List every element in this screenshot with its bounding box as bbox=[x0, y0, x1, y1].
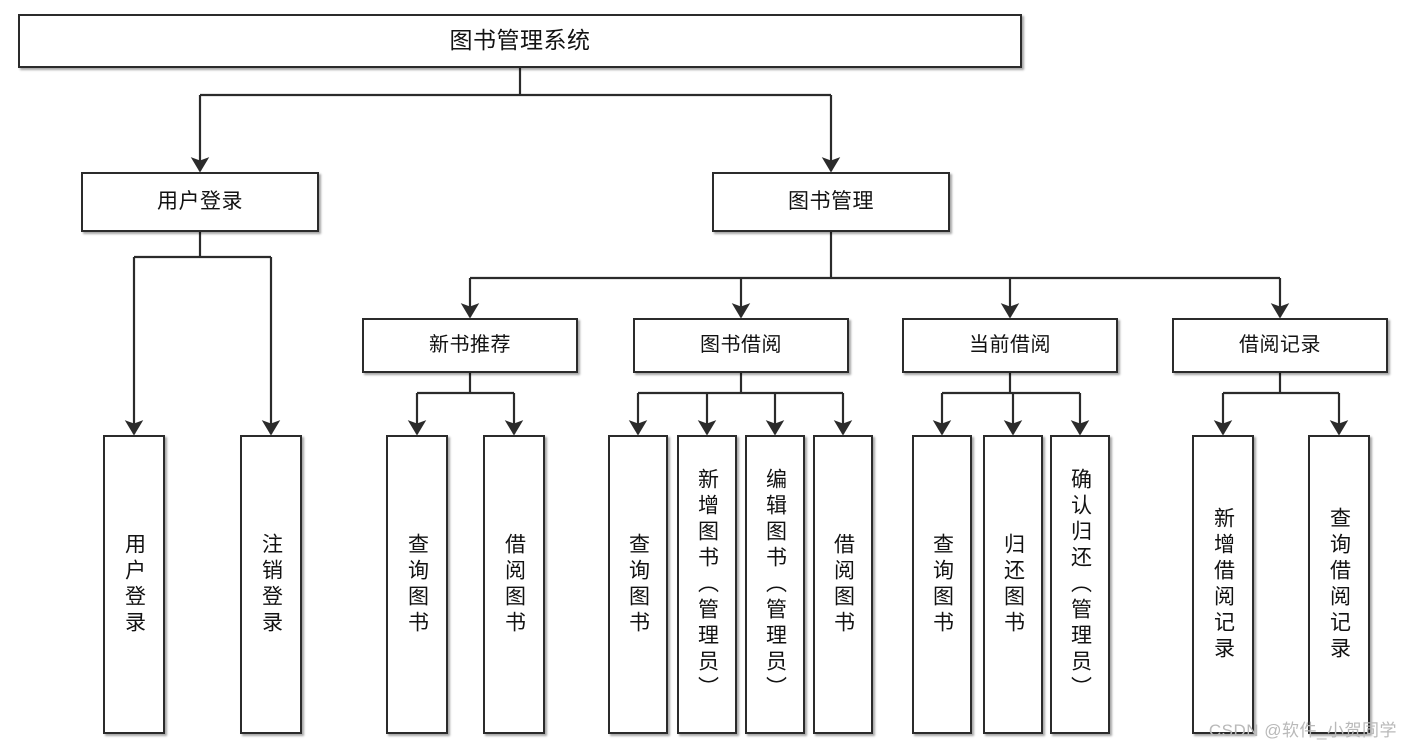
node-borrow-record[interactable]: 借阅记录 bbox=[1172, 318, 1388, 373]
node-label: 查询图书 bbox=[405, 532, 429, 637]
node-root[interactable]: 图书管理系统 bbox=[18, 14, 1022, 68]
node-return-book[interactable]: 归还图书 bbox=[983, 435, 1043, 734]
node-label: 新书推荐 bbox=[429, 334, 511, 357]
node-label: 用户登录 bbox=[157, 190, 243, 214]
node-logout-leaf[interactable]: 注销登录 bbox=[240, 435, 302, 734]
node-label: 查询借阅记录 bbox=[1327, 506, 1351, 663]
node-label: 图书管理系统 bbox=[449, 27, 591, 54]
node-borrow-book-recommend[interactable]: 借阅图书 bbox=[483, 435, 545, 734]
node-query-borrow-record[interactable]: 查询借阅记录 bbox=[1308, 435, 1370, 734]
node-query-book-borrow[interactable]: 查询图书 bbox=[608, 435, 668, 734]
node-label: 编辑图书（管理员） bbox=[763, 467, 787, 702]
node-label: 图书借阅 bbox=[700, 334, 782, 357]
node-label: 当前借阅 bbox=[969, 334, 1051, 357]
node-label: 用户登录 bbox=[122, 532, 146, 637]
node-label: 图书管理 bbox=[788, 190, 874, 214]
node-add-borrow-record[interactable]: 新增借阅记录 bbox=[1192, 435, 1254, 734]
node-add-book-admin[interactable]: 新增图书（管理员） bbox=[677, 435, 737, 734]
node-label: 归还图书 bbox=[1001, 532, 1025, 637]
node-label: 确认归还（管理员） bbox=[1068, 467, 1092, 702]
node-book-manage[interactable]: 图书管理 bbox=[712, 172, 950, 232]
node-query-book-current[interactable]: 查询图书 bbox=[912, 435, 972, 734]
node-label: 注销登录 bbox=[259, 532, 283, 637]
node-label: 借阅图书 bbox=[831, 532, 855, 637]
node-user-login[interactable]: 用户登录 bbox=[81, 172, 319, 232]
watermark: CSDN @软件_小贺同学 bbox=[1208, 721, 1397, 740]
node-label: 借阅图书 bbox=[502, 532, 526, 637]
node-borrow-book[interactable]: 借阅图书 bbox=[813, 435, 873, 734]
node-label: 查询图书 bbox=[930, 532, 954, 637]
node-query-book-recommend[interactable]: 查询图书 bbox=[386, 435, 448, 734]
node-label: 借阅记录 bbox=[1239, 334, 1321, 357]
node-label: 新增借阅记录 bbox=[1211, 506, 1235, 663]
node-edit-book-admin[interactable]: 编辑图书（管理员） bbox=[745, 435, 805, 734]
node-confirm-return-admin[interactable]: 确认归还（管理员） bbox=[1050, 435, 1110, 734]
node-new-book-recommend[interactable]: 新书推荐 bbox=[362, 318, 578, 373]
node-label: 查询图书 bbox=[626, 532, 650, 637]
node-book-borrow[interactable]: 图书借阅 bbox=[633, 318, 849, 373]
node-user-login-leaf[interactable]: 用户登录 bbox=[103, 435, 165, 734]
node-current-borrow[interactable]: 当前借阅 bbox=[902, 318, 1118, 373]
node-label: 新增图书（管理员） bbox=[695, 467, 719, 702]
